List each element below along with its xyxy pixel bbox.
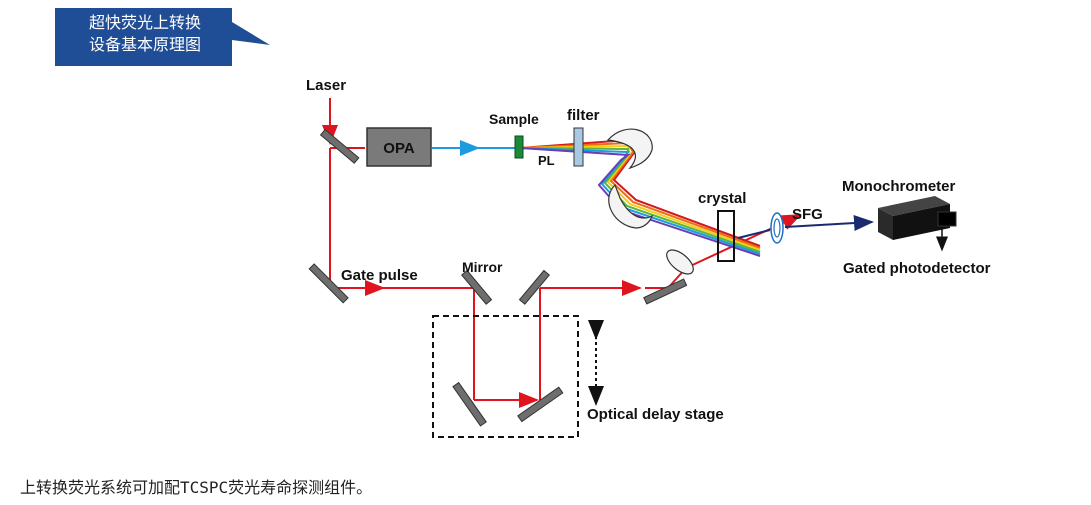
mirror-opa-input [319, 128, 360, 164]
sample-label: Sample [489, 111, 539, 127]
mirror-label: Mirror [462, 259, 503, 275]
opa-box [366, 127, 432, 167]
sfg-label: SFG [792, 206, 823, 223]
laser-label: Laser [306, 77, 346, 94]
banner-title-line1: 超快荧光上转换 [88, 13, 201, 32]
banner-title-line2: 设备基本原理图 [88, 35, 201, 54]
sfg-lens [770, 212, 784, 244]
mirror-3 [452, 381, 487, 427]
gate-pulse-label: Gate pulse [341, 267, 418, 284]
mirror-4 [517, 386, 564, 423]
opa-label: OPA [383, 140, 415, 157]
mirrors [308, 128, 688, 427]
detector-label: Gated photodetector [843, 260, 991, 277]
focus-lens [666, 249, 694, 275]
filter-label: filter [567, 107, 600, 124]
mirror-5 [643, 278, 688, 305]
crystal-label: crystal [698, 190, 746, 207]
mirror-2 [518, 269, 550, 305]
banner-title: 超快荧光上转换 设备基本原理图 [60, 12, 230, 56]
caption: 上转换荧光系统可加配TCSPC荧光寿命探测组件。 [20, 478, 373, 497]
mirror-1 [461, 269, 493, 305]
pl-label: PL [538, 153, 555, 168]
title-banner: 超快荧光上转换 设备基本原理图 [0, 0, 1091, 70]
sfg-beam [737, 215, 874, 239]
banner-shape [55, 8, 270, 66]
delay-stage-label: Optical delay stage [587, 406, 724, 423]
delay-stage-box [432, 315, 579, 438]
upconversion-diagram: OPA Laser Sample filter PL crystal SFG M… [306, 77, 991, 438]
crystal [717, 210, 735, 262]
filter [573, 127, 584, 167]
monochromator [878, 196, 957, 252]
parabolic-mirrors [606, 128, 654, 229]
mirror-gate-split [308, 263, 349, 304]
sample [514, 135, 524, 159]
monochromator-label: Monochrometer [842, 178, 956, 195]
